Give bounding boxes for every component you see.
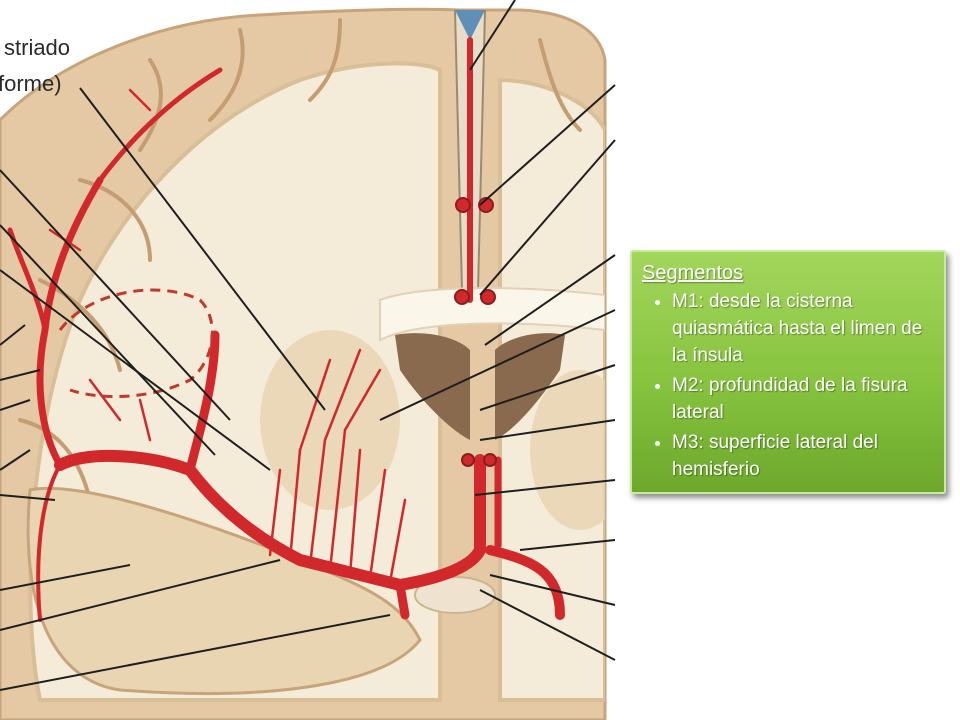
- segment-item-m3: M3: superficie lateral del hemisferio: [672, 429, 934, 483]
- optic-chiasm: [414, 576, 496, 614]
- figure-label-forme: forme): [0, 71, 62, 96]
- striatum: [260, 330, 400, 510]
- sectioned-artery-profiles: [454, 197, 497, 467]
- brain-coronal-section-illustration: [0, 0, 616, 720]
- label-leader-lines: [0, 0, 616, 691]
- falx-tip: [455, 10, 485, 40]
- lateral-ventricle-right: [495, 333, 565, 440]
- lateral-ventricle: [395, 333, 470, 440]
- segments-callout-box: Segmentos M1: desde la cisterna quiasmát…: [630, 250, 946, 494]
- middle-cerebral-artery: [7, 37, 565, 622]
- perforating-arteries: [48, 88, 407, 584]
- temporal-lobe: [26, 486, 422, 695]
- segments-list: M1: desde la cisterna quiasmática hasta …: [642, 288, 934, 483]
- callout-title: Segmentos: [642, 262, 744, 284]
- figure-label-striado: striado: [4, 35, 71, 60]
- insula-dashed-outline: [58, 288, 214, 399]
- segment-item-m1: M1: desde la cisterna quiasmática hasta …: [672, 288, 934, 369]
- striatum-right: [530, 370, 605, 530]
- segment-item-m2: M2: profundidad de la fisura lateral: [672, 372, 934, 426]
